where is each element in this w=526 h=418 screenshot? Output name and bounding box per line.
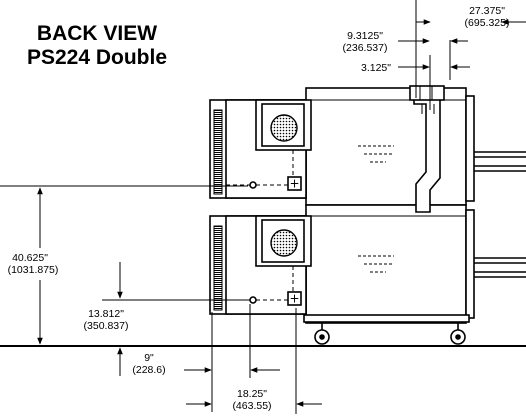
port-spacing-inch: 18.25" bbox=[237, 388, 267, 400]
offset-a-inch: 9.3125" bbox=[347, 30, 383, 42]
dimension-labels: 27.375" (695.325) 9.3125" (236.537) 3.12… bbox=[8, 5, 510, 412]
overall-width-mm: (695.325) bbox=[465, 17, 510, 29]
total-height-mm: (1031.875) bbox=[8, 264, 59, 276]
offset-a-mm: (236.537) bbox=[343, 42, 388, 54]
title-line-1: BACK VIEW bbox=[36, 22, 158, 45]
overall-width-inch: 27.375" bbox=[469, 5, 505, 17]
drawing-title: BACK VIEW PS224 Double bbox=[2, 22, 192, 70]
svg-text:+: + bbox=[289, 292, 299, 306]
svg-text:+: + bbox=[289, 177, 299, 191]
port-height-mm: (350.837) bbox=[84, 320, 129, 332]
lower-oven: + bbox=[209, 204, 526, 345]
port-offset-mm: (228.6) bbox=[132, 364, 165, 376]
offset-b-inch: 3.125" bbox=[361, 62, 391, 74]
total-height-inch: 40.625" bbox=[12, 252, 48, 264]
port-spacing-mm: (463.55) bbox=[232, 400, 271, 412]
upper-oven: + bbox=[209, 87, 526, 206]
title-line-2: PS224 Double bbox=[26, 46, 168, 69]
port-offset-inch: 9" bbox=[144, 352, 154, 364]
flue-duct bbox=[409, 85, 445, 213]
port-height-inch: 13.812" bbox=[88, 308, 124, 320]
